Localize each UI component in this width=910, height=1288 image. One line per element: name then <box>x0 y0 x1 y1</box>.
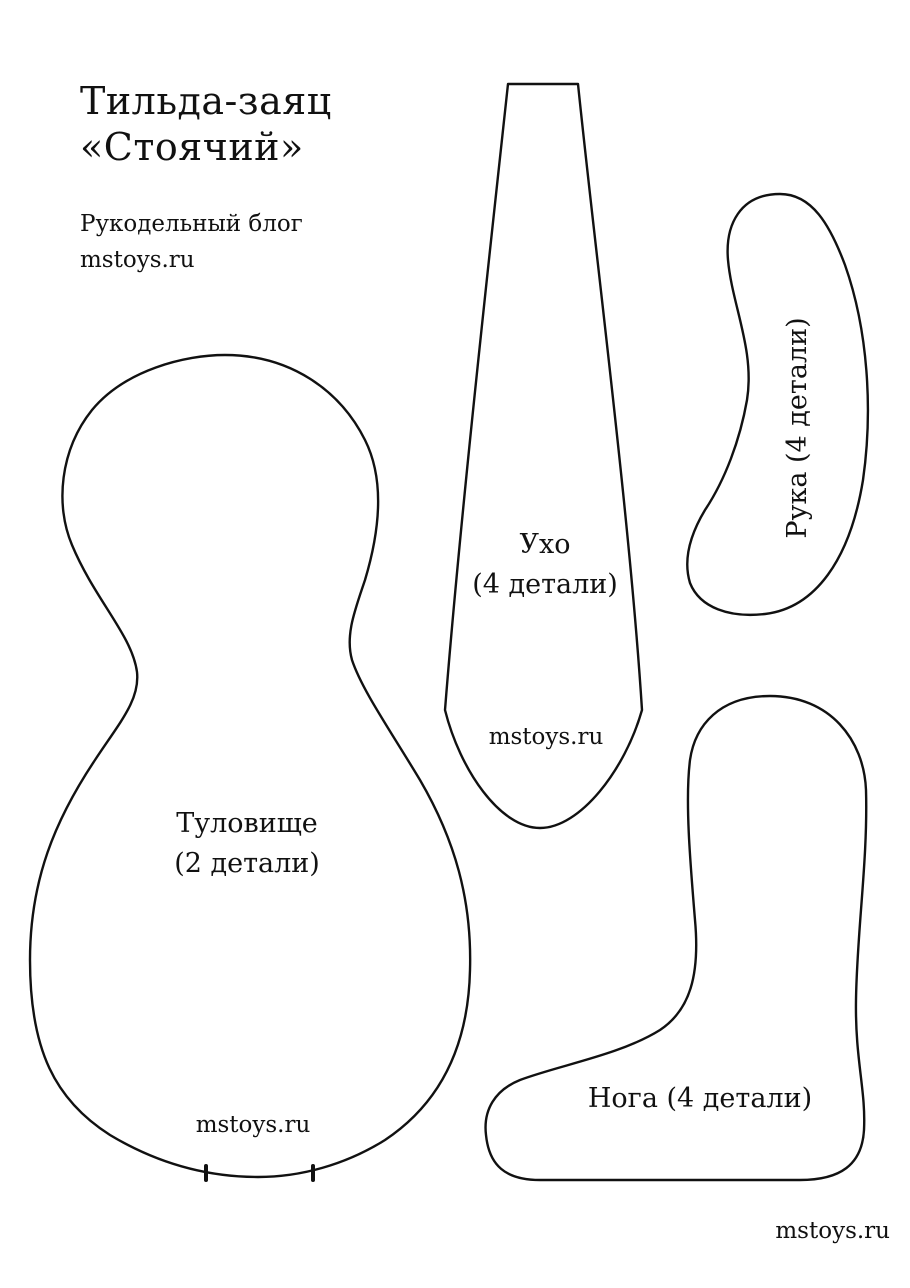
title-line-2: «Стоячий» <box>80 125 304 169</box>
title-line-1: Тильда-заяц <box>80 79 332 123</box>
body-label-name: Туловище <box>176 808 318 839</box>
leg-label: Нога (4 детали) <box>588 1083 812 1114</box>
ear-piece: Ухо (4 детали) mstoys.ru <box>443 82 644 830</box>
leg-piece: Нога (4 детали) <box>484 694 868 1182</box>
leg-outline <box>484 694 868 1182</box>
body-label-count: (2 детали) <box>174 848 320 879</box>
ear-label-name: Ухо <box>520 529 571 560</box>
arm-label: Рука (4 детали) <box>782 317 813 538</box>
ear-watermark: mstoys.ru <box>489 724 604 750</box>
ear-label-count: (4 детали) <box>472 569 618 600</box>
body-watermark: mstoys.ru <box>196 1112 311 1138</box>
arm-outline <box>686 192 870 616</box>
blog-credit: Рукодельный блог mstoys.ru <box>80 206 303 278</box>
footer-site: mstoys.ru <box>775 1218 890 1244</box>
body-outline <box>28 353 472 1179</box>
blog-label: Рукодельный блог <box>80 211 303 237</box>
body-piece: Туловище (2 детали) mstoys.ru <box>28 353 472 1182</box>
blog-site: mstoys.ru <box>80 247 195 273</box>
arm-piece: Рука (4 детали) <box>686 192 870 616</box>
title-block: Тильда-заяц «Стоячий» <box>80 78 332 170</box>
ear-outline <box>443 82 644 830</box>
